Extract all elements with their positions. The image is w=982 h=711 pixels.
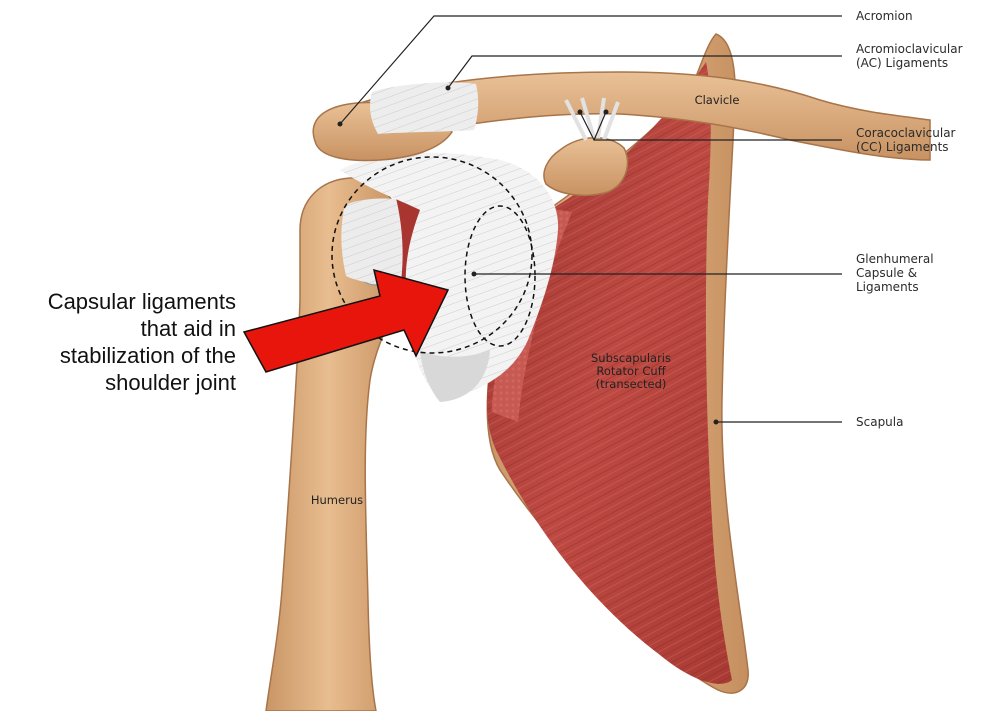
callout-glenohumeral: Glenhumeral Capsule & Ligaments (856, 252, 934, 294)
pointer-caption-line-4: shoulder joint (0, 369, 236, 396)
callout-scapula: Scapula (856, 415, 903, 429)
callout-gh-line-1: Glenhumeral (856, 252, 934, 266)
pointer-caption: Capsular ligaments that aid in stabiliza… (0, 288, 236, 396)
ac-ligament (370, 82, 478, 134)
label-humerus: Humerus (302, 494, 372, 507)
callout-scapula-text: Scapula (856, 415, 903, 429)
label-subscap-line-3: (transected) (576, 378, 686, 391)
pointer-caption-line-2: that aid in (0, 315, 236, 342)
callout-acromion-text: Acromion (856, 9, 913, 23)
label-clavicle: Clavicle (682, 94, 752, 107)
callout-gh-line-3: Ligaments (856, 280, 934, 294)
label-clavicle-text: Clavicle (682, 94, 752, 107)
callout-ac-ligaments: Acromioclavicular (AC) Ligaments (856, 42, 963, 70)
callout-cc-line-2: (CC) Ligaments (856, 140, 956, 154)
callout-acromion: Acromion (856, 9, 913, 23)
pointer-caption-line-1: Capsular ligaments (0, 288, 236, 315)
coracoid-process (544, 138, 628, 196)
callout-ac-line-1: Acromioclavicular (856, 42, 963, 56)
label-subscapularis: Subscapularis Rotator Cuff (transected) (576, 352, 686, 391)
callout-cc-ligaments: Coracoclavicular (CC) Ligaments (856, 126, 956, 154)
callout-cc-line-1: Coracoclavicular (856, 126, 956, 140)
pointer-caption-line-3: stabilization of the (0, 342, 236, 369)
callout-ac-line-2: (AC) Ligaments (856, 56, 963, 70)
callout-gh-line-2: Capsule & (856, 266, 934, 280)
label-humerus-text: Humerus (302, 494, 372, 507)
